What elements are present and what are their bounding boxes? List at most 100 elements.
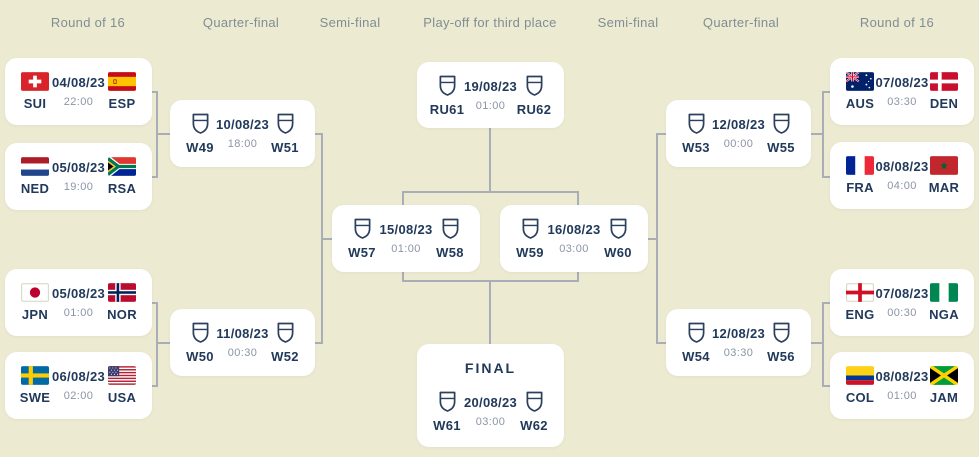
away-team: MAR (926, 156, 962, 195)
away-team-code: USA (107, 390, 137, 405)
away-team: NOR (104, 283, 140, 322)
column-header-semi-final-left: Semi-final (319, 15, 381, 30)
match-time: 00:30 (887, 307, 917, 319)
home-team: W61 (429, 390, 465, 433)
match-card-w57-w58[interactable]: W57 15/08/23 01:00 W58 (332, 205, 480, 272)
match-time: 02:00 (63, 390, 94, 402)
match-schedule: 12/08/23 00:00 (712, 117, 765, 150)
match-card-final[interactable]: FINAL W61 20/08/23 03:00 W62 (417, 344, 564, 447)
shield-icon (276, 321, 295, 344)
home-team-code: FRA (846, 180, 874, 195)
match-time: 03:30 (887, 96, 917, 108)
match-card-body: W61 20/08/23 03:00 W62 (417, 376, 564, 447)
home-team: SUI (17, 72, 53, 111)
connector-line (811, 133, 824, 135)
away-team: W60 (600, 217, 636, 260)
match-card-w53-w55[interactable]: W53 12/08/23 00:00 W55 (666, 100, 811, 167)
away-team-code: MAR (928, 180, 960, 195)
connector-line (489, 128, 491, 192)
match-date: 05/08/23 (52, 286, 106, 301)
connector-line (656, 133, 666, 135)
aus-flag-icon (846, 72, 874, 91)
match-date: 04/08/23 (52, 75, 106, 90)
shield-icon (525, 74, 544, 97)
away-team-code: W52 (271, 349, 299, 364)
match-card-eng-nga[interactable]: ENG 07/08/23 00:30 NGA (830, 269, 974, 336)
home-team: JPN (17, 283, 53, 322)
match-card-w49-w51[interactable]: W49 10/08/23 18:00 W51 (170, 100, 315, 167)
match-card-body: COL 08/08/23 01:00 JAM (830, 352, 974, 419)
shield-icon (276, 112, 295, 135)
home-team: W50 (182, 321, 218, 364)
den-flag-icon (930, 72, 958, 91)
match-card-jpn-nor[interactable]: JPN 05/08/23 01:00 NOR (5, 269, 152, 336)
match-date: 06/08/23 (52, 369, 106, 384)
connector-line (315, 342, 323, 344)
match-date: 11/08/23 (216, 326, 269, 341)
match-card-aus-den[interactable]: AUS 07/08/23 03:30 DEN (830, 58, 974, 125)
connector-line (156, 302, 158, 387)
shield-icon (687, 112, 706, 135)
col-flag-icon (846, 366, 874, 385)
connector-line (152, 176, 158, 178)
match-card-body: SUI 04/08/23 22:00 ESP (5, 58, 152, 125)
match-schedule: 05/08/23 19:00 (52, 160, 105, 193)
connector-line (323, 238, 332, 240)
match-card-body: W54 12/08/23 03:30 W56 (666, 309, 811, 376)
match-schedule: 04/08/23 22:00 (52, 75, 106, 108)
match-date: 08/08/23 (875, 369, 929, 384)
shield-icon (521, 217, 540, 240)
connector-line (822, 302, 824, 387)
away-team: RSA (104, 157, 140, 196)
match-card-w50-w52[interactable]: W50 11/08/23 00:30 W52 (170, 309, 315, 376)
away-team-code: RU62 (516, 101, 552, 117)
away-team-code: DEN (929, 96, 959, 111)
match-card-sui-esp[interactable]: SUI 04/08/23 22:00 ESP (5, 58, 152, 125)
away-team-code: ESP (108, 96, 136, 111)
match-date: 07/08/23 (875, 286, 929, 301)
match-card-ned-rsa[interactable]: NED 05/08/23 19:00 RSA (5, 143, 152, 210)
connector-line (489, 280, 491, 344)
match-time: 00:30 (227, 347, 258, 359)
match-schedule: 07/08/23 00:30 (875, 286, 929, 319)
home-team-code: W49 (186, 140, 214, 155)
shield-icon (772, 112, 791, 135)
away-team: ESP (104, 72, 140, 111)
column-header-third-place: Play-off for third place (423, 15, 557, 30)
shield-icon (525, 390, 544, 413)
match-card-ru61-ru62[interactable]: RU61 19/08/23 01:00 RU62 (417, 62, 564, 128)
match-time: 18:00 (227, 138, 258, 150)
match-card-body: W50 11/08/23 00:30 W52 (170, 309, 315, 376)
match-card-body: NED 05/08/23 19:00 RSA (5, 143, 152, 210)
home-team: NED (17, 157, 53, 196)
match-card-w54-w56[interactable]: W54 12/08/23 03:30 W56 (666, 309, 811, 376)
match-time: 00:00 (723, 138, 754, 150)
match-card-body: JPN 05/08/23 01:00 NOR (5, 269, 152, 336)
home-team: SWE (17, 366, 53, 405)
jam-flag-icon (930, 366, 958, 385)
column-header-quarter-final-left: Quarter-final (202, 15, 280, 30)
column-header-semi-final-right: Semi-final (597, 15, 659, 30)
connector-line (152, 91, 158, 93)
shield-icon (609, 217, 628, 240)
match-schedule: 06/08/23 02:00 (52, 369, 106, 402)
home-team-code: W59 (516, 245, 544, 260)
match-card-swe-usa[interactable]: SWE 06/08/23 02:00 USA (5, 352, 152, 419)
match-card-col-jam[interactable]: COL 08/08/23 01:00 JAM (830, 352, 974, 419)
away-team: NGA (926, 283, 962, 322)
match-schedule: 12/08/23 03:30 (712, 326, 765, 359)
shield-icon (191, 321, 210, 344)
match-time: 01:00 (63, 307, 94, 319)
connector-line (152, 302, 158, 304)
away-team: DEN (926, 72, 962, 111)
final-title: FINAL (464, 360, 517, 376)
match-schedule: 08/08/23 01:00 (875, 369, 929, 402)
away-team-code: W55 (767, 140, 795, 155)
away-team: JAM (926, 366, 962, 405)
match-card-w59-w60[interactable]: W59 16/08/23 03:00 W60 (500, 205, 648, 272)
home-team-code: W61 (433, 418, 461, 433)
swe-flag-icon (21, 366, 49, 385)
match-card-fra-mar[interactable]: FRA 08/08/23 04:00 MAR (830, 142, 974, 209)
away-team: W52 (267, 321, 303, 364)
mar-flag-icon (930, 156, 958, 175)
